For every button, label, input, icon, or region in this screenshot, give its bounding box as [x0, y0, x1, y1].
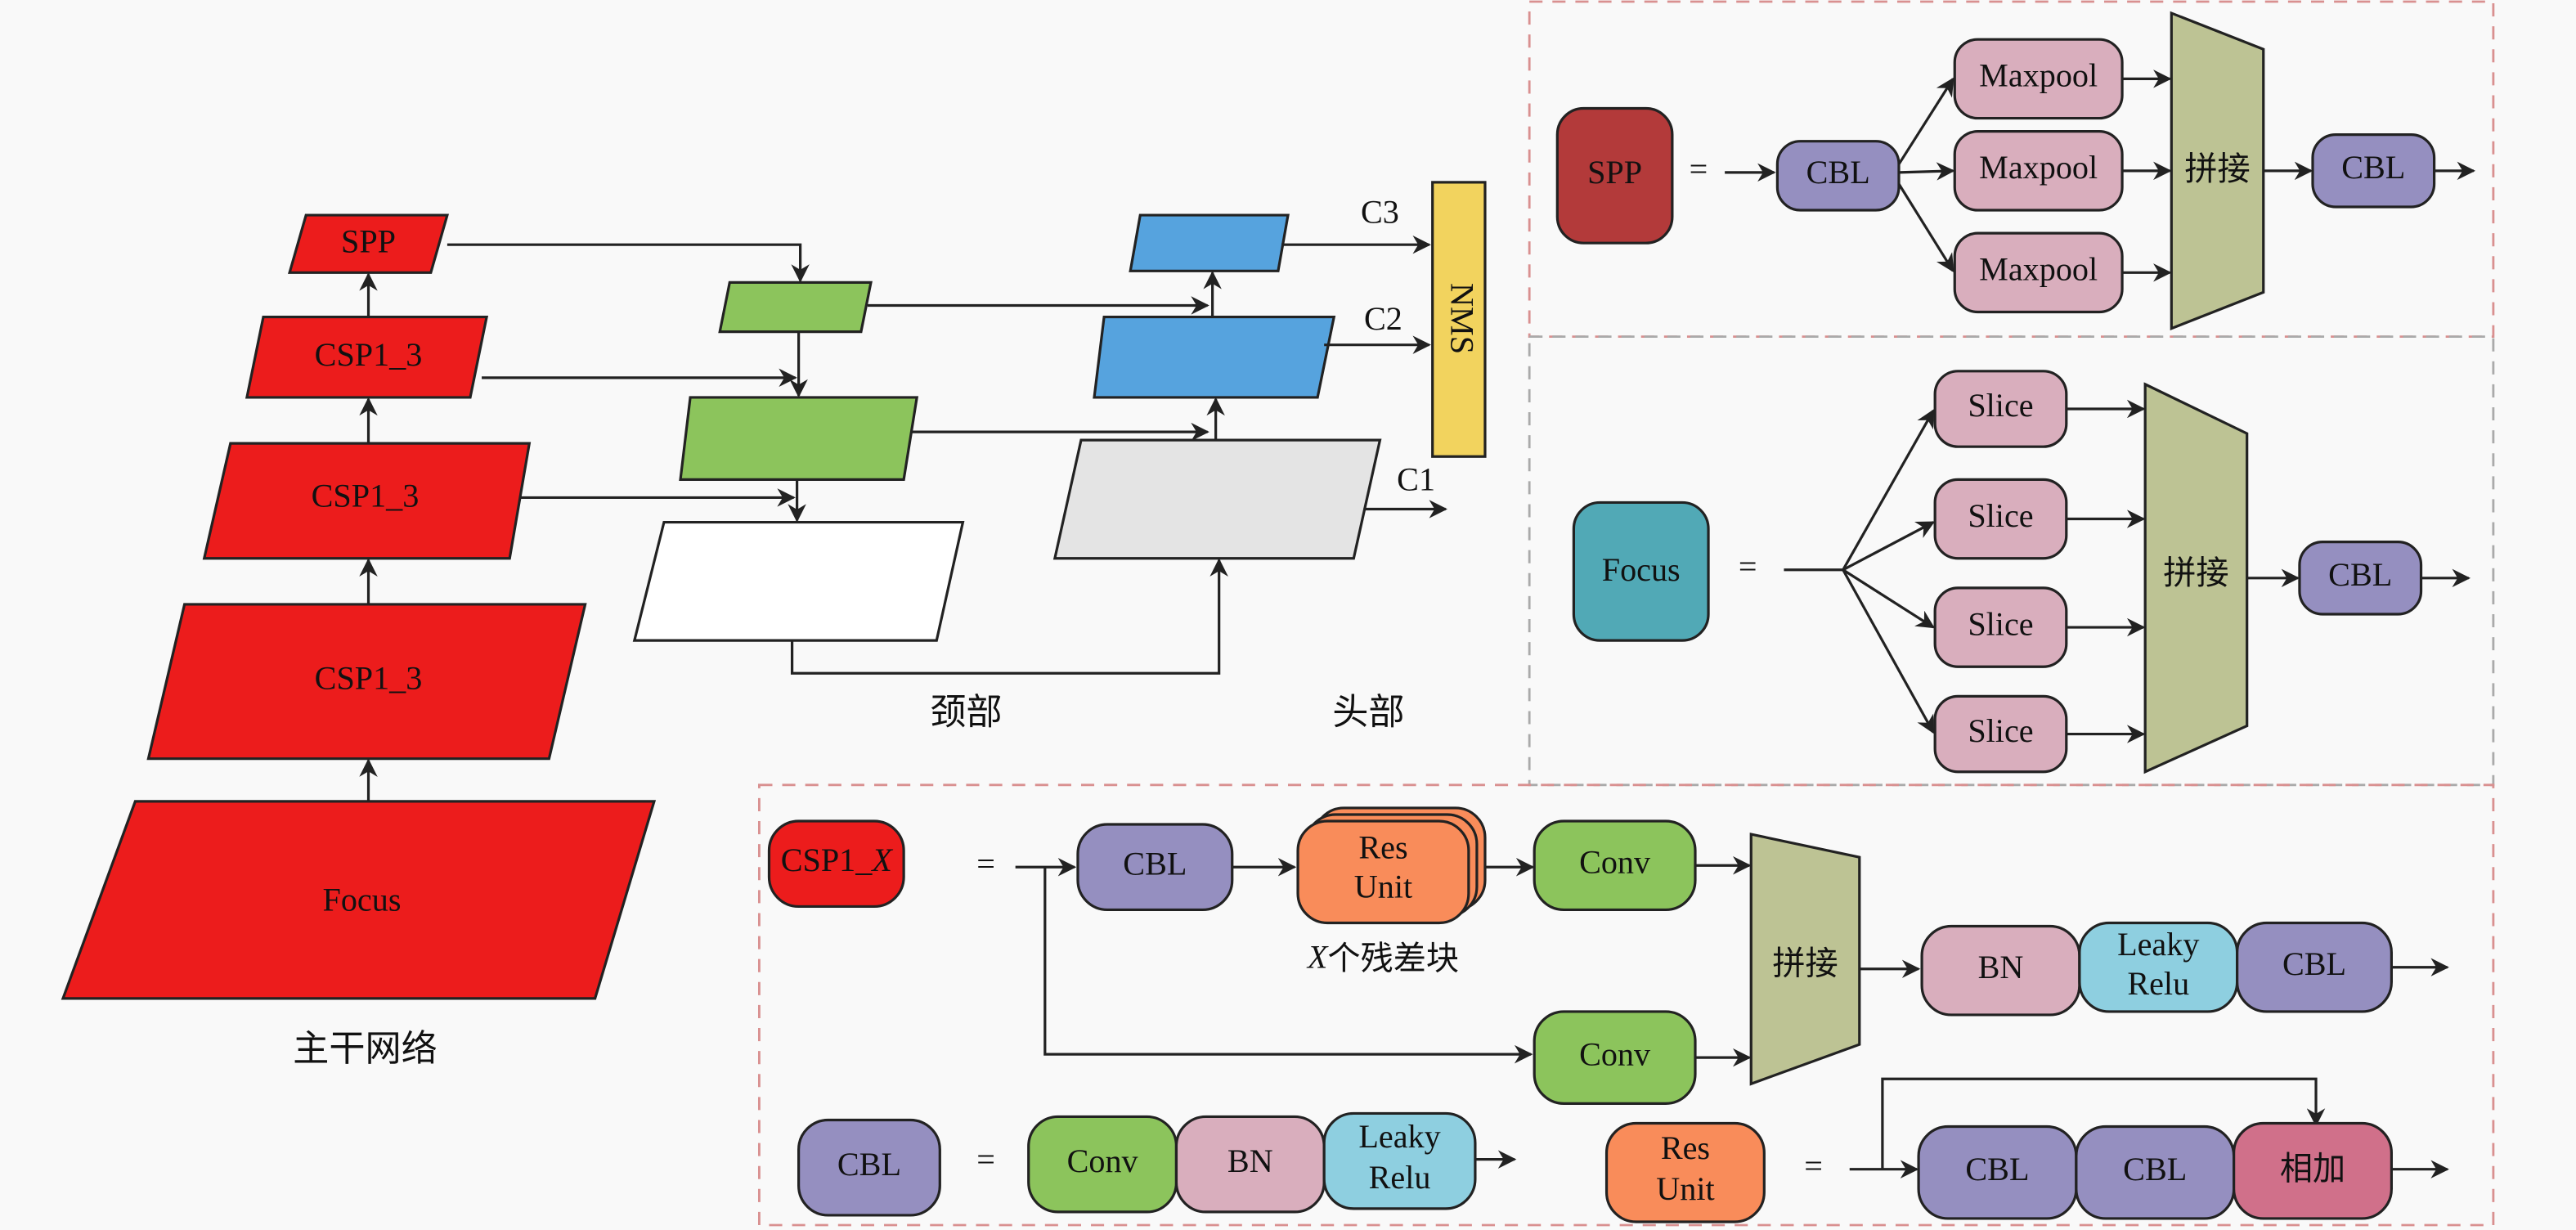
csp-def-block: [767, 819, 905, 909]
nms-label: NMS: [1444, 283, 1481, 354]
head-block-c2: [1093, 315, 1336, 399]
cbl-label: CBL: [1965, 1151, 2029, 1187]
spp-panel-border: [1528, 0, 2495, 339]
equals-sign: =: [976, 845, 995, 882]
resunit-definition: Res Unit = CBL CBL 相加: [1604, 1077, 2449, 1223]
cbl-def-block: [797, 1118, 941, 1217]
cbl-def-name: CBL: [837, 1146, 901, 1183]
arrow: [790, 558, 1228, 675]
cbl-definition: CBL = Conv BN Leaky Relu: [797, 1111, 1517, 1217]
leaky-label-line1: Leaky: [1358, 1118, 1440, 1155]
slice-label: Slice: [1968, 605, 2033, 642]
spp-concat-label: 拼接: [2184, 150, 2250, 188]
res-unit-label-line1: Res: [1358, 828, 1407, 865]
neck-block-mid: [679, 396, 919, 481]
leaky-label-line2: Relu: [1369, 1159, 1431, 1196]
equals-sign: =: [976, 1141, 995, 1178]
backbone-csp-label-2: CSP1_3: [312, 478, 420, 514]
backbone-focus-block: [61, 800, 657, 1000]
backbone-spp-block: [287, 213, 450, 274]
head: C3 C2 C1 NMS 头部: [867, 181, 1487, 733]
neck-block-large: [632, 520, 965, 642]
csp-concat-block: [1749, 833, 1861, 1086]
arrow: [1897, 77, 1954, 165]
conv-label: Conv: [1579, 1035, 1651, 1072]
backbone-csp1-3-block-2: [202, 442, 532, 560]
head-block-c1: [1052, 438, 1382, 560]
add-label: 相加: [2280, 1151, 2345, 1188]
resunit-name-line1: Res: [1661, 1129, 1710, 1166]
csp-definition: CSP1_X = CBL Res Unit X个残差块 Conv Conv 拼接…: [767, 806, 2449, 1105]
head-block-c3: [1129, 213, 1290, 272]
neck-block-small: [718, 281, 873, 334]
spp-def-block: [1555, 106, 1674, 245]
resunit-def-block: [1604, 1121, 1766, 1223]
skip-connection-arrow: [1881, 1077, 2326, 1169]
res-unit-caption: X个残差块: [1306, 939, 1459, 978]
cbl-leaky-relu-block: [1322, 1111, 1477, 1210]
spp-definition: SPP = CBL Maxpool Maxpool Maxpool 拼接 CBL: [1555, 11, 2476, 330]
cbl-label: CBL: [2123, 1151, 2187, 1187]
csp-panel-border: [758, 783, 2495, 1227]
arrow: [1897, 183, 1954, 273]
backbone: SPP CSP1_3 CSP1_3 CSP1_3 Focus 主干网络: [61, 213, 657, 1070]
output-c1-label: C1: [1397, 461, 1435, 498]
cbl-label: CBL: [2282, 945, 2346, 982]
backbone-title: 主干网络: [293, 1028, 438, 1070]
arrow: [1842, 568, 1936, 629]
arrow: [1842, 409, 1935, 571]
leaky-label-line1: Leaky: [2117, 926, 2199, 963]
slice-label: Slice: [1968, 712, 2033, 749]
arrow: [1842, 521, 1936, 572]
arrow: [1898, 162, 1955, 181]
backbone-csp-label-1: CSP1_3: [315, 336, 423, 373]
backbone-csp-label-3: CSP1_3: [315, 660, 423, 697]
neck-title: 颈部: [930, 691, 1002, 733]
res-unit-label-line2: Unit: [1354, 869, 1412, 905]
backbone-spp-label: SPP: [341, 222, 396, 259]
neck: 颈部: [447, 243, 1228, 733]
maxpool-label: Maxpool: [1979, 57, 2098, 94]
backbone-csp1-3-block-3: [146, 603, 587, 761]
slice-label: Slice: [1968, 387, 2033, 424]
arrow: [447, 243, 810, 283]
spp-concat-block: [2170, 11, 2265, 330]
focus-concat-block: [2143, 382, 2249, 774]
focus-def-block: [1572, 501, 1710, 642]
leaky-label-line2: Relu: [2127, 965, 2189, 1002]
arrow: [1842, 568, 1935, 734]
maxpool-label: Maxpool: [1979, 251, 2098, 288]
focus-concat-label: 拼接: [2163, 554, 2228, 592]
conv-label: Conv: [1579, 843, 1651, 880]
arrow: [1043, 867, 1533, 1064]
spp-cbl-in: [1775, 140, 1901, 212]
bn-label: BN: [1227, 1142, 1273, 1179]
backbone-csp1-3-block-1: [245, 315, 489, 399]
spp-cbl-in-label: CBL: [1806, 154, 1870, 191]
backbone-focus-label: Focus: [323, 882, 402, 918]
focus-cbl-label: CBL: [2328, 556, 2392, 593]
output-c3-label: C3: [1361, 193, 1399, 230]
focus-def-name: Focus: [1602, 551, 1681, 588]
maxpool-label: Maxpool: [1979, 149, 2098, 186]
spp-cbl-out-label: CBL: [2341, 149, 2405, 186]
equals-sign: =: [1739, 548, 1757, 585]
output-c2-label: C2: [1364, 300, 1402, 337]
csp-concat-label: 拼接: [1772, 945, 1838, 983]
nms-block: [1431, 181, 1487, 458]
resunit-name-line2: Unit: [1656, 1170, 1714, 1207]
head-title: 头部: [1332, 691, 1404, 733]
spp-def-name: SPP: [1587, 154, 1642, 191]
res-unit-block: [1296, 819, 1470, 925]
slice-label: Slice: [1968, 497, 2033, 534]
csp-cbl-label: CBL: [1123, 845, 1187, 882]
csp-def-name: CSP1_X: [781, 842, 894, 878]
conv-label: Conv: [1067, 1142, 1139, 1179]
resunit-add-block: [2233, 1121, 2393, 1220]
bn-label: BN: [1978, 949, 2024, 985]
focus-definition: Focus = Slice Slice Slice Slice 拼接 CBL: [1572, 370, 2471, 774]
equals-sign: =: [1804, 1147, 1823, 1184]
equals-sign: =: [1690, 150, 1708, 187]
